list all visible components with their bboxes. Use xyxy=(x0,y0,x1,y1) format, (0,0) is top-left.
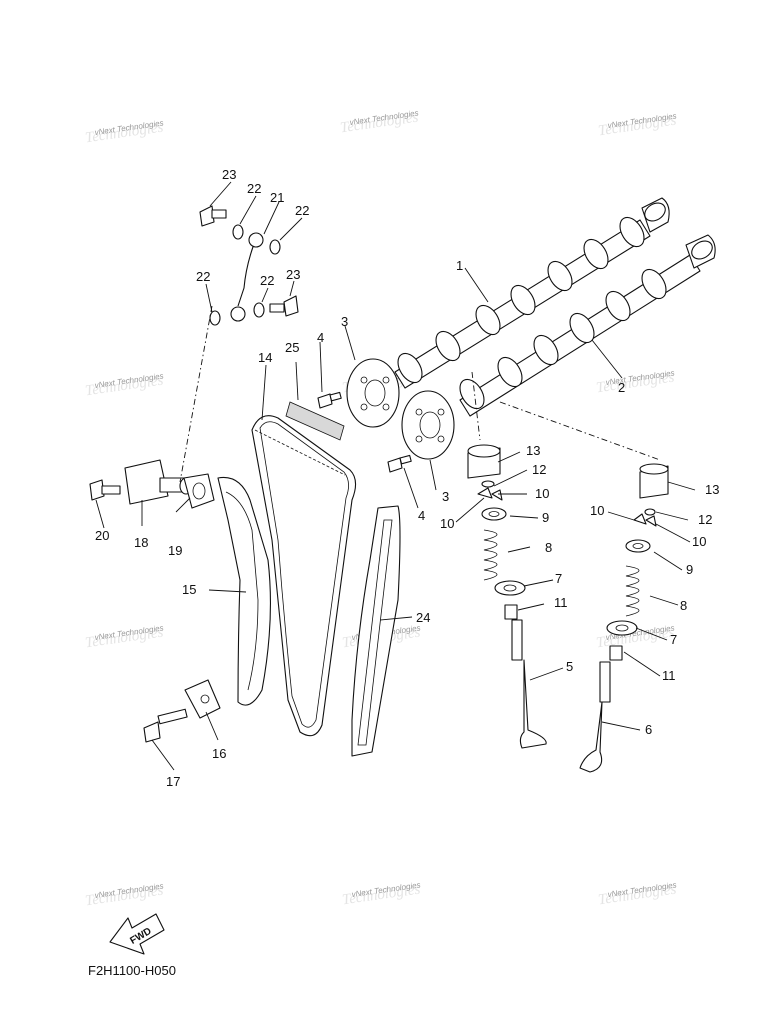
tensioner-bolt[interactable] xyxy=(89,479,121,501)
callout: 23 xyxy=(222,167,236,182)
valve-retainer[interactable] xyxy=(625,539,651,553)
exhaust-valve[interactable] xyxy=(579,661,611,773)
callout: 10 xyxy=(440,516,454,531)
valve-stem-seal[interactable] xyxy=(504,604,518,620)
callout: 21 xyxy=(270,190,284,205)
watermark: Technologies vNext Technologies xyxy=(597,880,677,908)
valve-spring[interactable] xyxy=(483,529,498,581)
cam-sprocket-intake[interactable] xyxy=(346,358,400,428)
watermark: Technologies vNext Technologies xyxy=(84,118,164,146)
callout: 11 xyxy=(554,595,568,610)
watermark: Technologies vNext Technologies xyxy=(339,108,419,136)
callout: 23 xyxy=(286,267,300,282)
valve-cotter[interactable] xyxy=(633,513,657,527)
chain-guide-top[interactable] xyxy=(285,401,345,441)
callout: 9 xyxy=(686,562,693,577)
callout: 12 xyxy=(532,462,546,477)
gasket[interactable] xyxy=(209,224,281,326)
valve-cotter[interactable] xyxy=(477,487,503,501)
callouts: 1 2 3 3 4 4 5 6 7 7 8 8 9 9 10 10 10 10 … xyxy=(95,167,719,789)
callout: 16 xyxy=(212,746,226,761)
callout: 22 xyxy=(260,273,274,288)
callout: 9 xyxy=(542,510,549,525)
valve-pad[interactable] xyxy=(644,508,656,516)
callout: 7 xyxy=(555,571,562,586)
camshaft-intake[interactable] xyxy=(393,197,670,389)
spring-seat[interactable] xyxy=(606,620,638,636)
callout: 7 xyxy=(670,632,677,647)
spring-seat[interactable] xyxy=(494,580,526,596)
callout: 20 xyxy=(95,528,109,543)
callout: 8 xyxy=(545,540,552,555)
union-bolt[interactable] xyxy=(199,205,227,227)
timing-chain[interactable] xyxy=(251,415,357,737)
callout: 2 xyxy=(618,380,625,395)
callout: 1 xyxy=(456,258,463,273)
tensioner-gasket[interactable] xyxy=(183,473,215,509)
chain-tensioner[interactable] xyxy=(124,459,193,505)
callout: 5 xyxy=(566,659,573,674)
watermark: Technologies vNext Technologies xyxy=(597,111,677,139)
callout: 22 xyxy=(196,269,210,284)
chain-tensioner-arm[interactable] xyxy=(217,476,271,706)
callout: 3 xyxy=(341,314,348,329)
valve-lifter[interactable] xyxy=(467,444,501,479)
fwd-arrow-icon: FWD xyxy=(109,913,165,955)
leaders xyxy=(95,181,696,771)
callout: 12 xyxy=(698,512,712,527)
callout: 25 xyxy=(285,340,299,355)
valve-spring[interactable] xyxy=(625,565,640,617)
valve-lifter[interactable] xyxy=(639,463,669,499)
sprocket-bolt[interactable] xyxy=(317,391,342,409)
callout: 8 xyxy=(680,598,687,613)
chain-guide-stopper[interactable] xyxy=(184,679,221,719)
callout: 3 xyxy=(442,489,449,504)
callout: 15 xyxy=(182,582,196,597)
watermark: Technologies vNext Technologies xyxy=(84,371,164,399)
valve-retainer[interactable] xyxy=(481,507,507,521)
callout: 22 xyxy=(295,203,309,218)
callout: 22 xyxy=(247,181,261,196)
guide-bolt[interactable] xyxy=(143,708,188,743)
oil-hose[interactable] xyxy=(230,232,264,322)
callout: 14 xyxy=(258,350,272,365)
callout: 13 xyxy=(705,482,719,497)
watermark: Technologies vNext Technologies xyxy=(84,623,164,651)
cam-sprocket-exhaust[interactable] xyxy=(401,390,455,460)
sprocket-bolt[interactable] xyxy=(387,454,412,473)
callout: 18 xyxy=(134,535,148,550)
camshaft-exhaust[interactable] xyxy=(455,234,716,417)
callout: 6 xyxy=(645,722,652,737)
callout: 10 xyxy=(692,534,706,549)
dash-guides xyxy=(179,305,661,483)
callout: 11 xyxy=(662,668,676,683)
valve-pad[interactable] xyxy=(481,480,495,488)
intake-valve[interactable] xyxy=(511,619,547,749)
union-bolt[interactable] xyxy=(269,295,299,317)
chain-guide-exhaust[interactable] xyxy=(351,505,401,757)
watermark: Technologies vNext Technologies xyxy=(341,880,421,908)
watermark: Technologies vNext Technologies xyxy=(84,881,164,909)
callout: 19 xyxy=(168,543,182,558)
callout: 4 xyxy=(317,330,324,345)
callout: 10 xyxy=(590,503,604,518)
callout: 17 xyxy=(166,774,180,789)
callout: 24 xyxy=(416,610,430,625)
callout: 13 xyxy=(526,443,540,458)
callout: 4 xyxy=(418,508,425,523)
valve-stem-seal[interactable] xyxy=(609,645,623,661)
diagram-code: F2H1100-H050 xyxy=(88,963,176,978)
watermark: Technologies vNext Technologies xyxy=(595,368,675,396)
callout: 10 xyxy=(535,486,549,501)
